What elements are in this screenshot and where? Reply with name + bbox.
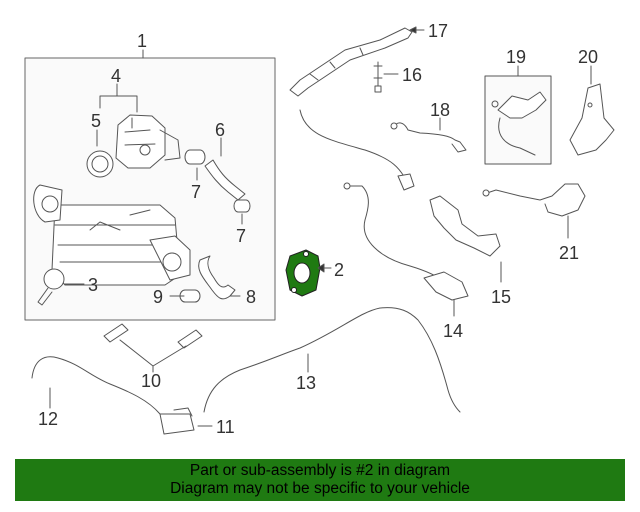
part-19-sensor-assembly <box>484 65 552 165</box>
callout-11: 11 <box>216 417 235 437</box>
part-5-gasket <box>86 150 114 178</box>
callout-4: 4 <box>111 66 122 86</box>
part-17-harness-bracket <box>289 26 425 97</box>
part-14-bracket <box>423 271 469 317</box>
part-21-sensor <box>482 183 586 239</box>
part-18-sensor <box>390 117 467 153</box>
part-13-hose <box>203 307 461 413</box>
callout-5: 5 <box>91 111 102 131</box>
callout-7a: 7 <box>191 182 202 202</box>
part-12-hose <box>31 356 161 415</box>
callout-14: 14 <box>443 321 464 341</box>
leader-4 <box>99 83 138 113</box>
callout-21: 21 <box>559 243 580 263</box>
callout-7b: 7 <box>236 226 247 246</box>
banner-line-2: Diagram may not be specific to your vehi… <box>170 480 470 497</box>
callout-13: 13 <box>296 373 317 393</box>
callout-10: 10 <box>141 371 162 391</box>
callout-9: 9 <box>153 287 164 307</box>
callout-17: 17 <box>428 21 449 41</box>
callout-2: 2 <box>334 260 345 280</box>
callout-3: 3 <box>88 275 99 295</box>
callout-1: 1 <box>137 31 148 51</box>
callout-15: 15 <box>491 287 512 307</box>
callout-12: 12 <box>38 409 59 429</box>
part-20-bracket <box>569 65 615 156</box>
part-1-egr-cooler <box>33 184 191 286</box>
banner-line-1: Part or sub-assembly is #2 in diagram <box>189 462 451 479</box>
part-2-gasket-highlighted <box>285 249 332 297</box>
info-banner: Part or sub-assembly is #2 in diagram Di… <box>15 459 625 501</box>
part-3-sensor <box>37 268 85 306</box>
callout-19: 19 <box>506 47 527 67</box>
callout-18: 18 <box>430 100 451 120</box>
part-16-sensor <box>373 61 399 93</box>
part-4-egr-valve-actuator <box>115 114 181 169</box>
part-11-connector <box>159 407 213 435</box>
part-9-clamp <box>169 289 201 303</box>
callout-20: 20 <box>578 47 599 67</box>
part-15-bracket <box>429 195 502 283</box>
part-7-clamps <box>184 149 251 225</box>
callout-16: 16 <box>402 65 423 85</box>
part-10-fittings <box>103 323 203 373</box>
part-sensor-wire <box>344 185 446 283</box>
callout-6: 6 <box>215 120 226 140</box>
wire-harness <box>299 109 406 179</box>
part-8-hose <box>198 255 241 300</box>
callout-8: 8 <box>246 287 257 307</box>
